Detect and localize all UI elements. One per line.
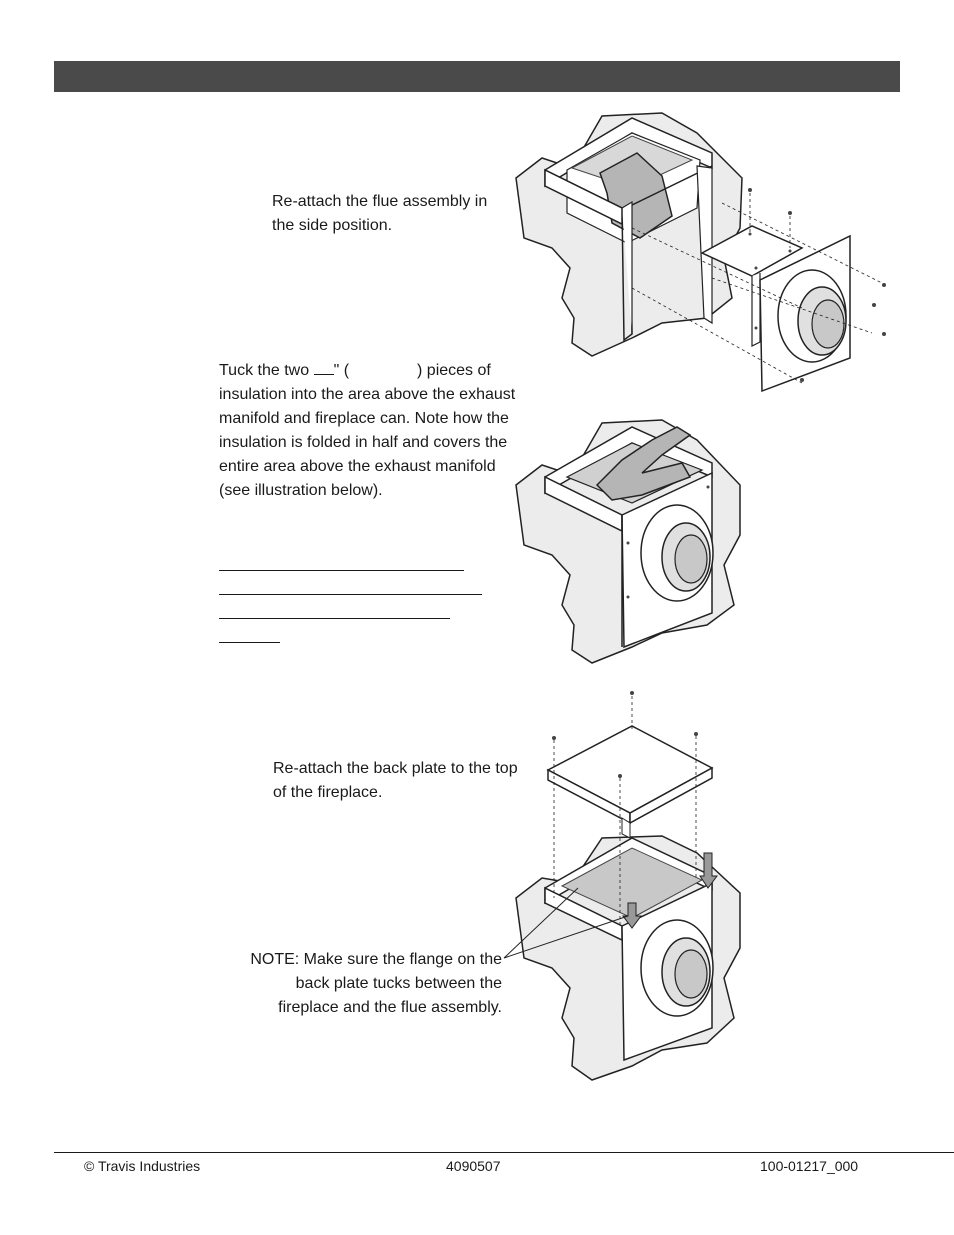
tuck-text-part1: Tuck the two [219, 362, 310, 379]
flange-note-text: NOTE: Make sure the flange on the back p… [250, 951, 502, 1016]
underline-2 [219, 594, 482, 595]
note-leader-lines [503, 887, 629, 959]
underline-1 [219, 570, 464, 571]
insulation-tucked-illustration [515, 419, 741, 664]
blank-dimension [313, 360, 334, 375]
section-header-bar [54, 61, 900, 92]
flue-assembly-exploded-illustration [515, 112, 886, 393]
back-plate-exploded-illustration [515, 691, 741, 1081]
footer-rule [54, 1152, 954, 1153]
underline-3 [219, 618, 450, 619]
step-reattach-back-plate-text: Re-attach the back plate to the top of t… [273, 760, 518, 801]
tuck-text-part3: ) pieces of insulation into the area abo… [219, 362, 516, 499]
footer-doc-number: 4090507 [446, 1158, 501, 1174]
footer-part-number: 100-01217_000 [760, 1158, 859, 1174]
footer-copyright: © Travis Industries [84, 1158, 201, 1174]
step-reattach-flue-text: Re-attach the flue assembly in the side … [272, 193, 488, 234]
underline-4 [219, 642, 280, 643]
step-tuck-insulation-text: Tuck the two " () pieces of insulation i… [219, 359, 519, 503]
tuck-text-part2: " ( [333, 362, 350, 379]
